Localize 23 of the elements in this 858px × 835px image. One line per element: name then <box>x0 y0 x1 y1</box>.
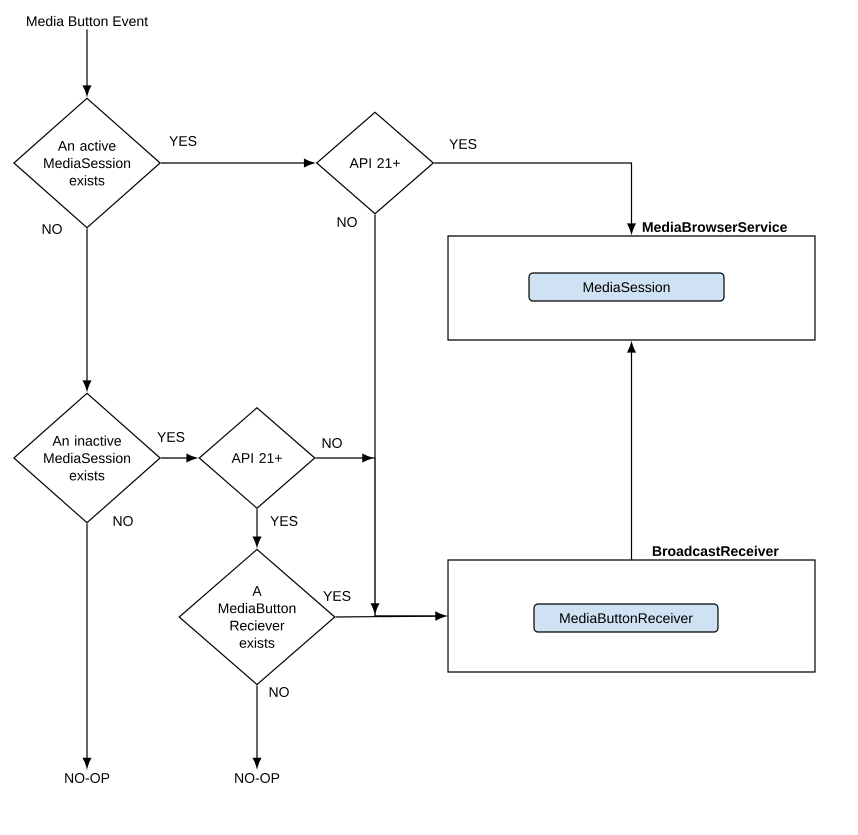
component-box: MediaButtonReceiver <box>533 603 719 633</box>
edge-label: YES <box>448 138 478 150</box>
arrow <box>82 524 92 768</box>
edge-label: NO <box>267 686 291 698</box>
flow-text: NO-OP <box>65 773 110 783</box>
flow-text: NO-OP <box>235 773 280 783</box>
arrow <box>627 342 636 560</box>
component-box: MediaSession <box>528 272 725 302</box>
arrow <box>252 509 262 547</box>
edge-label: NO <box>335 216 359 228</box>
node-label: BroadcastReceiver <box>652 546 779 556</box>
edge-label: YES <box>168 134 198 148</box>
arrow <box>160 158 314 168</box>
arrow <box>160 454 197 462</box>
arrow <box>434 162 636 234</box>
edge-label: NO <box>320 436 344 450</box>
arrow <box>82 29 92 96</box>
edge-label: YES <box>268 514 300 528</box>
arrow <box>336 612 446 620</box>
arrow <box>252 685 262 768</box>
arrow <box>82 228 92 391</box>
node-label: MediaBrowserService <box>642 222 787 232</box>
flow-text: Media Button Event <box>27 16 148 26</box>
